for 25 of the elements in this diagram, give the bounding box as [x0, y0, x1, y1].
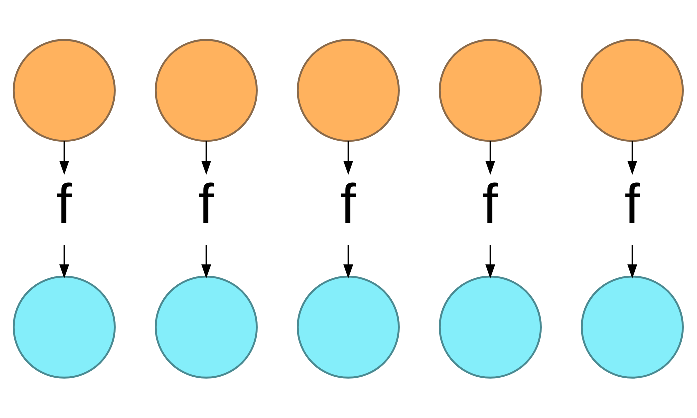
node-circle — [12, 39, 116, 142]
arrow — [486, 141, 496, 176]
node-circle — [439, 276, 542, 379]
node-circle — [154, 276, 258, 379]
arrow — [60, 245, 70, 279]
arrow — [628, 141, 638, 176]
node-text: f — [482, 172, 498, 236]
node-circle — [154, 39, 258, 142]
node-circle — [12, 276, 116, 379]
node-circle — [581, 276, 684, 379]
node-text: f — [624, 172, 640, 236]
node-circle — [581, 39, 684, 142]
arrow — [60, 141, 70, 176]
node-text: f — [340, 172, 356, 236]
arrow — [628, 245, 638, 279]
node-text: f — [56, 172, 72, 236]
node-circle — [439, 39, 542, 142]
arrow — [202, 141, 212, 176]
arrow — [344, 245, 354, 279]
arrow — [486, 245, 496, 279]
node-circle — [297, 276, 400, 379]
arrow — [202, 245, 212, 279]
arrow — [344, 141, 354, 176]
node-text: f — [198, 172, 214, 236]
node-circle — [297, 39, 400, 142]
